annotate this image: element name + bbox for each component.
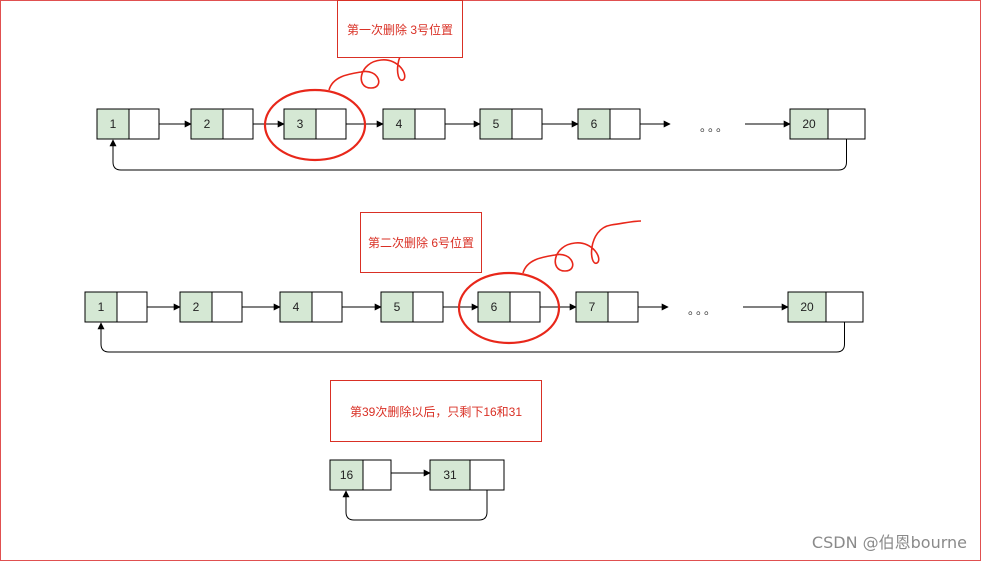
round2-node-4-value-cell [279, 291, 313, 323]
round2-node-20-pointer-cell [825, 291, 864, 323]
round2-node-7-label: 7 [589, 300, 596, 314]
round1-node-4-value-cell [382, 108, 416, 140]
round3-node-16-value-cell [329, 459, 364, 491]
round1-node-5-label: 5 [493, 117, 500, 131]
round1-node-6-value-cell [577, 108, 611, 140]
round3-node-31: 31 [429, 459, 505, 491]
round2-node-2-pointer-cell [211, 291, 243, 323]
round2-node-7-pointer-cell [607, 291, 639, 323]
round1-node-4-pointer-cell [414, 108, 446, 140]
round2-node-5-pointer-cell [412, 291, 444, 323]
round2-node-5: 5 [380, 291, 444, 323]
round1-node-3: 3 [283, 108, 347, 140]
nodes-layer: 1 2 3 4 5 6 20 。。。 1 2 4 5 6 7 20 。。。 16 31 [84, 108, 866, 491]
round1-node-4-label: 4 [396, 117, 403, 131]
round3-loop-back [342, 475, 488, 521]
round2-node-20: 20 [787, 291, 864, 323]
round1-node-20-label: 20 [802, 117, 816, 131]
round2-node-6-value-cell [477, 291, 511, 323]
round2-node-1-label: 1 [98, 300, 105, 314]
round2-loop-back [97, 307, 845, 353]
round1-node-3-label: 3 [297, 117, 304, 131]
round3-node-31-label: 31 [443, 468, 457, 482]
round2-node-1: 1 [84, 291, 148, 323]
round2-node-2-value-cell [179, 291, 213, 323]
round2-ellipsis: 。。。 [688, 303, 718, 317]
round1-node-5-value-cell [479, 108, 513, 140]
round2-node-2-label: 2 [193, 300, 200, 314]
round3-node-16-pointer-cell [362, 459, 392, 491]
round2-node-5-label: 5 [394, 300, 401, 314]
round2-node-20-value-cell [787, 291, 827, 323]
round3-node-16: 16 [329, 459, 392, 491]
round3-note: 第39次删除以后，只剩下16和31 [330, 380, 542, 442]
round2-node-2: 2 [179, 291, 243, 323]
round2-node-4-pointer-cell [311, 291, 343, 323]
round1-node-6-label: 6 [591, 117, 598, 131]
round2-node-4-label: 4 [293, 300, 300, 314]
round1-note: 第一次删除 3号位置 [337, 0, 463, 58]
round1-node-6-pointer-cell [609, 108, 641, 140]
round2-node-7: 7 [575, 291, 639, 323]
round1-node-1: 1 [96, 108, 160, 140]
round1-node-3-pointer-cell [315, 108, 347, 140]
round1-ellipsis: 。。。 [700, 120, 730, 134]
round1-deleted-circle [263, 88, 367, 162]
round2-note: 第二次删除 6号位置 [360, 212, 482, 273]
round2-node-6-pointer-cell [509, 291, 541, 323]
round3-node-16-label: 16 [340, 468, 354, 482]
round2-scribble [522, 220, 642, 274]
round2-deleted-circle [457, 271, 561, 345]
csdn-watermark: CSDN @伯恩bourne [811, 533, 967, 552]
round1-node-20-pointer-cell [827, 108, 866, 140]
round2-node-4: 4 [279, 291, 343, 323]
round2-node-1-pointer-cell [116, 291, 148, 323]
round2-node-6: 6 [477, 291, 541, 323]
round1-node-1-label: 1 [110, 117, 117, 131]
round1-loop-back [109, 124, 847, 171]
round2-node-6-label: 6 [491, 300, 498, 314]
round1-node-5: 5 [479, 108, 543, 140]
round1-node-20: 20 [789, 108, 866, 140]
round1-node-2-label: 2 [204, 117, 211, 131]
round1-node-2: 2 [190, 108, 254, 140]
round1-node-4: 4 [382, 108, 446, 140]
round1-node-2-value-cell [190, 108, 224, 140]
round2-node-20-label: 20 [800, 300, 814, 314]
round1-node-6: 6 [577, 108, 641, 140]
round3-node-31-pointer-cell [469, 459, 505, 491]
round1-node-1-pointer-cell [128, 108, 160, 140]
round1-node-2-pointer-cell [222, 108, 254, 140]
round1-node-5-pointer-cell [511, 108, 543, 140]
